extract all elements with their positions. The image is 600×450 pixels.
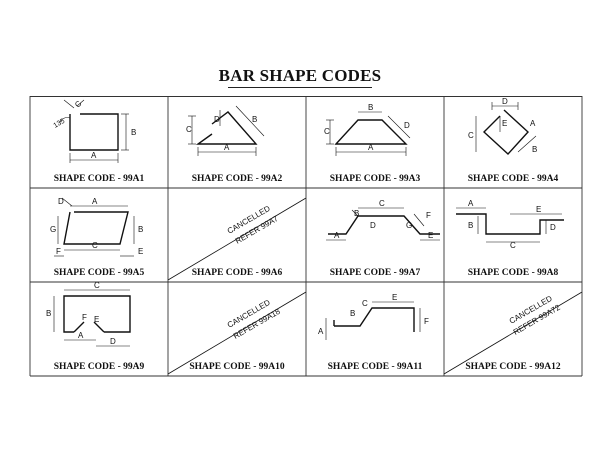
label-c: C — [468, 131, 474, 140]
label-g: G — [406, 221, 412, 230]
label-c: C — [379, 199, 385, 208]
label-angle: 135 — [53, 118, 67, 130]
shape-diagram-99a1: C B A 135 — [53, 99, 136, 163]
shape-cell-99a8: A E B D C SHAPE CODE - 99A8 — [444, 188, 582, 282]
label-c: C — [186, 125, 192, 134]
shape-diagram-99a3: C B D A — [324, 103, 411, 156]
shape-code-label: SHAPE CODE - 99A11 — [327, 362, 423, 372]
label-d: D — [58, 197, 64, 206]
shape-diagram-99a5: D A G B C F E — [50, 197, 143, 257]
shape-code-label: SHAPE CODE - 99A5 — [53, 268, 145, 278]
label-b: B — [532, 145, 537, 154]
label-b: B — [468, 221, 473, 230]
shape-code-label: SHAPE CODE - 99A10 — [189, 362, 285, 372]
label-d: D — [404, 121, 410, 130]
label-b: B — [354, 209, 359, 218]
label-f: F — [426, 211, 431, 220]
label-b: B — [252, 115, 257, 124]
shape-diagram-99a8: A E B D C — [456, 199, 564, 250]
label-d: D — [110, 337, 116, 346]
label-c: C — [510, 241, 516, 250]
label-c: C — [94, 281, 100, 290]
shape-diagram-99a9: C B F E A D — [46, 281, 131, 347]
label-a: A — [78, 331, 84, 340]
shape-cell-99a5: D A G B C F E SHAPE CODE - 99A5 — [30, 188, 168, 282]
label-a: A — [91, 151, 97, 160]
shape-code-label: SHAPE CODE - 99A7 — [329, 268, 421, 278]
label-a: A — [334, 231, 340, 240]
label-e: E — [392, 293, 397, 302]
shape-diagram-99a2: C D B A — [186, 105, 265, 156]
shape-cell-99a3: C B D A SHAPE CODE - 99A3 — [306, 96, 444, 188]
shape-diagram-99a4: D E C A B — [468, 97, 537, 155]
label-c: C — [92, 241, 98, 250]
title-underline — [228, 87, 372, 88]
label-f: F — [56, 247, 61, 256]
label-e: E — [502, 119, 507, 128]
label-a: A — [468, 199, 474, 208]
label-e: E — [138, 247, 143, 256]
shape-cell-99a6: CANCELLED REFER 99A7 SHAPE CODE - 99A6 — [167, 188, 307, 282]
label-d: D — [214, 115, 220, 124]
shape-code-label: SHAPE CODE - 99A4 — [467, 174, 559, 184]
shape-code-label: SHAPE CODE - 99A8 — [467, 268, 559, 278]
shape-code-table: C B A 135 SHAPE CODE - 99A1 C D B A SHAP… — [29, 96, 583, 377]
shape-cell-99a2: C D B A SHAPE CODE - 99A2 — [168, 96, 306, 188]
label-b: B — [138, 225, 143, 234]
label-c: C — [362, 299, 368, 308]
label-a: A — [224, 143, 230, 152]
label-g: G — [50, 225, 56, 234]
shape-diagram-99a7: C B F D G A E — [326, 199, 440, 241]
label-b: B — [350, 309, 355, 318]
shape-diagram-99a10: CANCELLED REFER 99A18 — [167, 291, 307, 375]
shape-diagram-99a11: C B E A F — [318, 293, 429, 340]
label-c: C — [324, 127, 330, 136]
shape-cell-99a10: CANCELLED REFER 99A18 SHAPE CODE - 99A10 — [167, 282, 307, 376]
label-d: D — [550, 223, 556, 232]
shape-code-label: SHAPE CODE - 99A2 — [191, 174, 283, 184]
label-b: B — [131, 128, 136, 137]
shape-cell-99a12: CANCELLED REFER 99A72 SHAPE CODE - 99A12 — [443, 282, 583, 376]
shape-cell-99a9: C B F E A D SHAPE CODE - 99A9 — [30, 281, 168, 376]
shape-code-label: SHAPE CODE - 99A3 — [329, 174, 421, 184]
label-e: E — [428, 231, 433, 240]
shape-diagram-99a6: CANCELLED REFER 99A7 — [167, 197, 307, 281]
shape-code-label: SHAPE CODE - 99A1 — [53, 174, 145, 184]
shape-code-label: SHAPE CODE - 99A9 — [53, 362, 145, 372]
shape-cell-99a7: C B F D G A E SHAPE CODE - 99A7 — [306, 188, 444, 282]
label-f: F — [424, 317, 429, 326]
label-a: A — [368, 143, 374, 152]
shape-cell-99a11: C B E A F SHAPE CODE - 99A11 — [306, 282, 444, 376]
shape-code-label: SHAPE CODE - 99A6 — [191, 268, 283, 278]
label-b: B — [368, 103, 373, 112]
table-grid-lines — [29, 96, 583, 377]
shape-cell-99a4: D E C A B SHAPE CODE - 99A4 — [444, 96, 582, 188]
label-d: D — [370, 221, 376, 230]
label-c: C — [73, 99, 84, 110]
label-f: F — [82, 313, 87, 322]
shape-cell-99a1: C B A 135 SHAPE CODE - 99A1 — [30, 96, 168, 188]
shape-code-label: SHAPE CODE - 99A12 — [465, 362, 561, 372]
label-b: B — [46, 309, 51, 318]
page-title: BAR SHAPE CODES — [218, 66, 382, 85]
label-d: D — [502, 97, 508, 106]
label-a: A — [92, 197, 98, 206]
label-a: A — [318, 327, 324, 336]
label-a: A — [530, 119, 536, 128]
shape-diagram-99a12: CANCELLED REFER 99A72 — [443, 291, 583, 375]
label-e: E — [536, 205, 541, 214]
label-e: E — [94, 315, 99, 324]
